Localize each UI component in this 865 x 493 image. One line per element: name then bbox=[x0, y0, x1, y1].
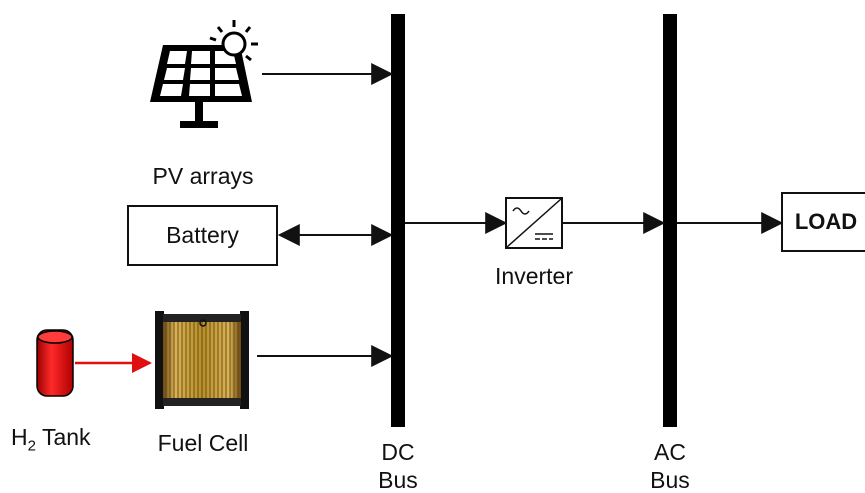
dc-bus-label-line2: Bus bbox=[378, 467, 418, 493]
ac-bus-label-line1: AC bbox=[654, 439, 686, 465]
inverter-icon bbox=[505, 197, 563, 249]
ac-bus-label-line2: Bus bbox=[650, 467, 690, 493]
load-box: LOAD bbox=[781, 192, 865, 252]
pv-arrays-label: PV arrays bbox=[152, 163, 254, 189]
dc-bus-label-line1: DC bbox=[381, 439, 415, 465]
fuel-cell-label: Fuel Cell bbox=[157, 430, 249, 456]
hydrogen-tank-icon bbox=[36, 329, 74, 397]
dc-bus-bar bbox=[391, 14, 405, 427]
battery-label: Battery bbox=[166, 222, 239, 248]
solar-panel-icon bbox=[150, 45, 252, 128]
h2-tank-label-suffix: Tank bbox=[35, 424, 91, 450]
battery-box: Battery bbox=[127, 205, 278, 266]
fuel-cell-icon bbox=[155, 311, 249, 409]
load-label: LOAD bbox=[794, 209, 858, 234]
sun-icon bbox=[209, 20, 258, 62]
inverter-label: Inverter bbox=[495, 263, 573, 289]
ac-bus-bar bbox=[663, 14, 677, 427]
h2-tank-label: H2 Tank bbox=[11, 426, 91, 454]
h2-tank-label-subscript: 2 bbox=[27, 437, 36, 455]
h2-tank-label-prefix: H bbox=[11, 424, 28, 450]
